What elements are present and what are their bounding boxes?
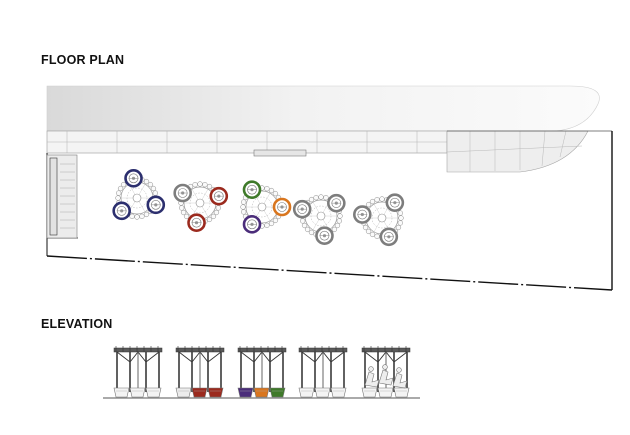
seat-basket [209, 186, 229, 206]
seat-basket [353, 205, 372, 224]
elevation-heading: ELEVATION [41, 317, 113, 331]
basket [393, 387, 410, 398]
floor-plan-heading: FLOOR PLAN [41, 53, 125, 67]
basket [253, 387, 270, 398]
seat-basket [327, 193, 346, 213]
basket [361, 387, 378, 398]
pod-5 [353, 193, 405, 247]
unit-5 [361, 346, 411, 398]
elevation-units [113, 346, 411, 398]
unit-4 [298, 346, 348, 398]
unit-3 [237, 346, 287, 398]
basket [269, 387, 286, 398]
seat-basket [173, 183, 192, 203]
basket [298, 387, 315, 398]
basket [377, 387, 394, 398]
seat-basket [385, 193, 405, 212]
basket [175, 387, 192, 398]
basket [191, 387, 208, 398]
roof-canopy [46, 85, 600, 132]
figure [364, 371, 380, 388]
seat-basket [146, 195, 166, 215]
facade-mullions [66, 131, 418, 153]
basket [113, 387, 130, 398]
seat-basket [272, 197, 292, 217]
figure [392, 372, 408, 389]
seat-basket [242, 215, 262, 234]
figure [378, 369, 394, 386]
seat-basket [187, 213, 206, 232]
seat-basket [315, 226, 334, 245]
entrance-door [253, 149, 307, 157]
basket [207, 387, 224, 398]
side-stair [46, 154, 78, 239]
seat-basket [379, 227, 399, 247]
pod-clusters [112, 169, 405, 247]
seat-basket [112, 201, 131, 221]
seat-basket [242, 180, 262, 199]
floor-plan [46, 85, 613, 291]
unit-2 [175, 346, 225, 398]
pod-3 [240, 180, 292, 234]
seat-basket [124, 169, 143, 188]
basket [330, 387, 347, 398]
basket [314, 387, 331, 398]
seat-basket [292, 199, 312, 219]
plaza-edge-bottom [46, 255, 613, 291]
basket [145, 387, 162, 398]
pod-2 [173, 181, 229, 232]
curved-ramp [446, 130, 589, 173]
basket [237, 387, 254, 398]
pod-1 [112, 169, 166, 221]
basket [129, 387, 146, 398]
pod-4 [292, 193, 346, 245]
unit-1 [113, 346, 163, 398]
